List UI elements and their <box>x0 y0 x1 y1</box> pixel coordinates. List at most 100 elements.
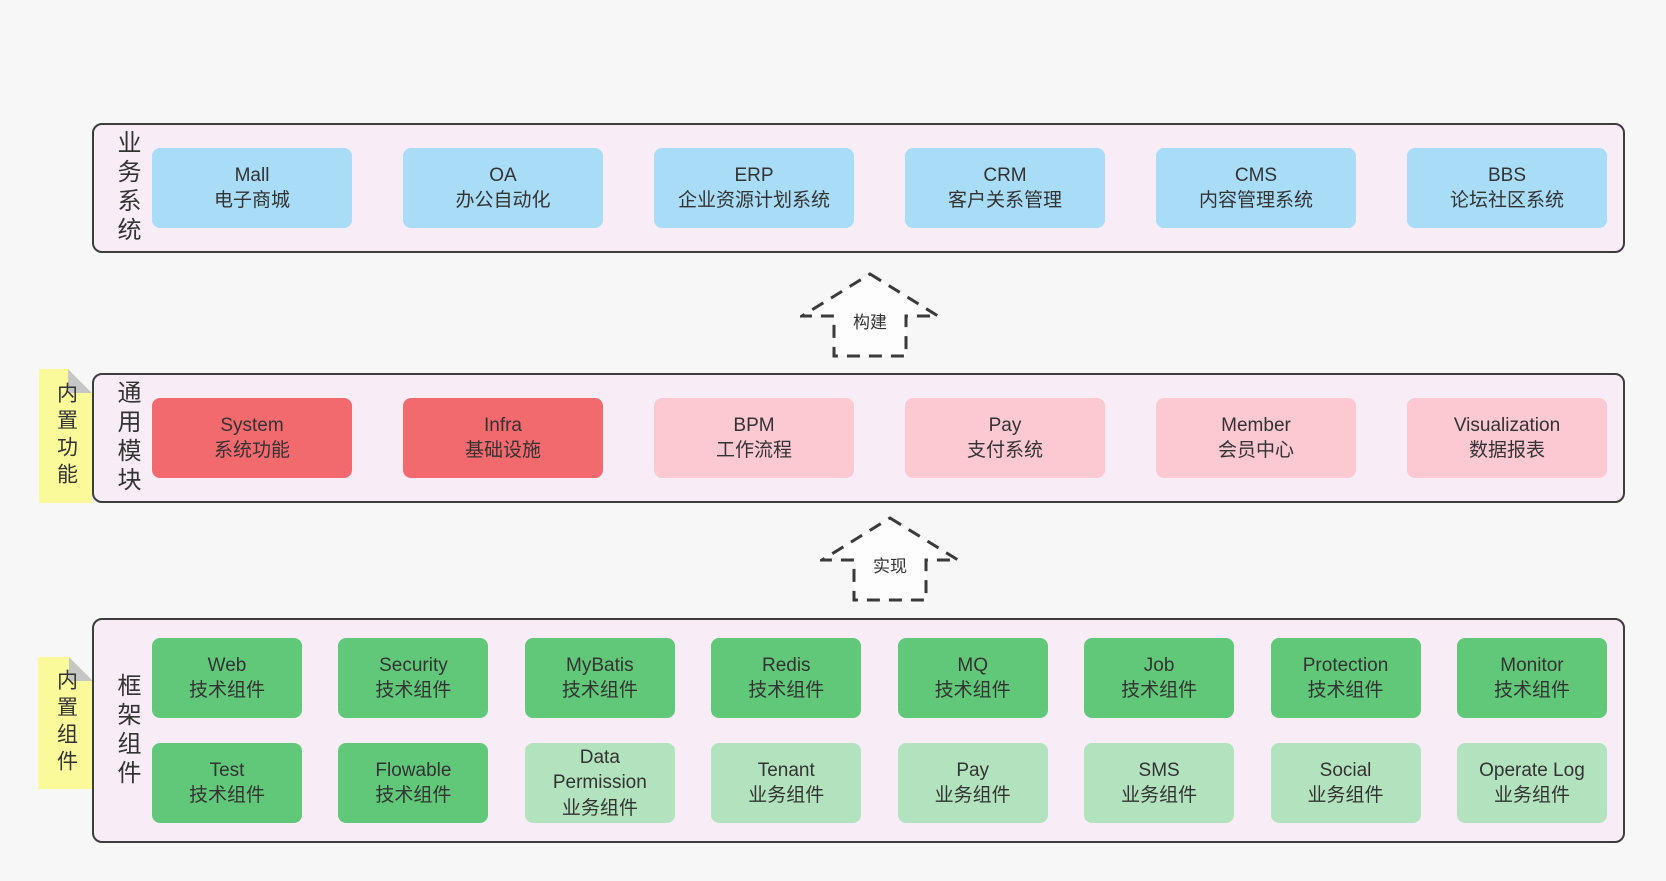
build-arrow-icon: 构建 <box>800 272 940 358</box>
box-subtitle: 会员中心 <box>1217 440 1294 461</box>
component-box: Infra 基础设施 <box>403 398 603 478</box>
box-name: Member <box>1221 414 1291 436</box>
box-name: Redis <box>761 654 811 676</box>
box-subtitle: 技术组件 <box>1307 680 1384 701</box>
arrow-label: 实现 <box>873 557 907 576</box>
box-subtitle: 技术组件 <box>188 680 265 701</box>
box-subtitle: 技术组件 <box>1121 680 1198 701</box>
box-subtitle: 客户关系管理 <box>947 190 1062 211</box>
box-subtitle: 内容管理系统 <box>1198 190 1313 211</box>
box-subtitle: 技术组件 <box>561 680 638 701</box>
box-subtitle: 业务组件 <box>1121 785 1198 806</box>
box-subtitle: 业务组件 <box>748 785 825 806</box>
box-name: CMS <box>1234 164 1278 186</box>
box-subtitle: 系统功能 <box>213 440 290 461</box>
box-subtitle: 业务组件 <box>561 797 638 819</box>
box-name: Flowable <box>375 759 452 781</box>
component-box: Test 技术组件 <box>152 743 302 823</box>
component-box: OA 办公自动化 <box>403 148 603 228</box>
box-subtitle: 数据报表 <box>1468 440 1545 461</box>
component-box: MyBatis 技术组件 <box>524 638 675 718</box>
box-name: MyBatis <box>566 654 634 676</box>
box-name: Tenant <box>757 759 815 781</box>
box-name: Data Permission <box>552 747 647 794</box>
component-box: Job 技术组件 <box>1084 638 1235 718</box>
box-subtitle: 业务组件 <box>934 785 1011 806</box>
arrow-label: 构建 <box>853 313 887 332</box>
box-subtitle: 电子商城 <box>213 190 290 211</box>
component-box: Data Permission 业务组件 <box>524 743 675 823</box>
box-subtitle: 业务组件 <box>1307 785 1384 806</box>
layer-panel-common-modules: 通用模块 System 系统功能 Infra 基础设施 BPM 工作流程 Pay 支付系统 Me… <box>92 373 1625 503</box>
layer-label: 业务系统 <box>113 130 140 246</box>
box-name: Pay <box>988 414 1022 436</box>
box-subtitle: 技术组件 <box>375 785 452 806</box>
box-name: Job <box>1143 654 1175 676</box>
box-name: Pay <box>956 759 990 781</box>
layer-label: 通用模块 <box>113 380 140 496</box>
component-box: Web 技术组件 <box>152 638 302 718</box>
component-box: CMS 内容管理系统 <box>1156 148 1356 228</box>
box-name: MQ <box>957 654 988 676</box>
implement-arrow-icon: 实现 <box>820 516 960 602</box>
box-name: Social <box>1319 759 1372 781</box>
component-box: System 系统功能 <box>152 398 352 478</box>
note-label: 内置功能 <box>54 382 78 490</box>
component-box: Security 技术组件 <box>338 638 489 718</box>
box-name: BBS <box>1487 164 1527 186</box>
box-name: Monitor <box>1500 654 1564 676</box>
sticky-note-builtin-components: 内置组件 <box>38 657 93 789</box>
box-rows: System 系统功能 Infra 基础设施 BPM 工作流程 Pay 支付系统 Member 会… <box>152 375 1607 501</box>
component-box: Flowable 技术组件 <box>338 743 489 823</box>
component-box: Member 会员中心 <box>1156 398 1356 478</box>
component-box: Operate Log 业务组件 <box>1456 743 1607 823</box>
component-box: Pay 支付系统 <box>905 398 1105 478</box>
box-name: BPM <box>733 414 775 436</box>
component-box: SMS 业务组件 <box>1084 743 1235 823</box>
box-subtitle: 技术组件 <box>934 680 1011 701</box>
layer-panel-framework-components: 框架组件 Web 技术组件 Security 技术组件 MyBatis 技术组件 Redis… <box>92 618 1625 843</box>
component-box: BBS 论坛社区系统 <box>1407 148 1607 228</box>
box-subtitle: 办公自动化 <box>455 190 551 211</box>
box-subtitle: 基础设施 <box>464 440 541 461</box>
box-subtitle: 工作流程 <box>715 440 792 461</box>
box-subtitle: 技术组件 <box>188 785 265 806</box>
component-box: Social 业务组件 <box>1270 743 1421 823</box>
box-name: Web <box>207 654 247 676</box>
box-name: SMS <box>1138 759 1180 781</box>
sticky-note-builtin-features: 内置功能 <box>39 369 92 503</box>
box-name: OA <box>489 164 517 186</box>
box-subtitle: 技术组件 <box>375 680 452 701</box>
layer-label: 框架组件 <box>113 672 140 789</box>
component-box: Protection 技术组件 <box>1270 638 1421 718</box>
box-name: Mall <box>234 164 270 186</box>
box-name: System <box>220 414 284 436</box>
component-box: Mall 电子商城 <box>152 148 352 228</box>
component-box: Monitor 技术组件 <box>1456 638 1607 718</box>
box-name: Operate Log <box>1479 759 1585 781</box>
component-box: Tenant 业务组件 <box>711 743 862 823</box>
component-box: MQ 技术组件 <box>897 638 1048 718</box>
box-name: Test <box>209 759 245 781</box>
box-name: Infra <box>483 414 523 436</box>
box-subtitle: 支付系统 <box>966 440 1043 461</box>
box-subtitle: 业务组件 <box>1493 785 1570 806</box>
box-name: Visualization <box>1453 414 1561 436</box>
box-name: Protection <box>1302 654 1389 676</box>
box-name: ERP <box>734 164 774 186</box>
box-subtitle: 技术组件 <box>1493 680 1570 701</box>
component-box: Pay 业务组件 <box>897 743 1048 823</box>
component-box: Visualization 数据报表 <box>1407 398 1607 478</box>
box-name: Security <box>379 654 448 676</box>
box-subtitle: 论坛社区系统 <box>1449 190 1564 211</box>
component-box: BPM 工作流程 <box>654 398 854 478</box>
note-label: 内置组件 <box>54 669 78 777</box>
